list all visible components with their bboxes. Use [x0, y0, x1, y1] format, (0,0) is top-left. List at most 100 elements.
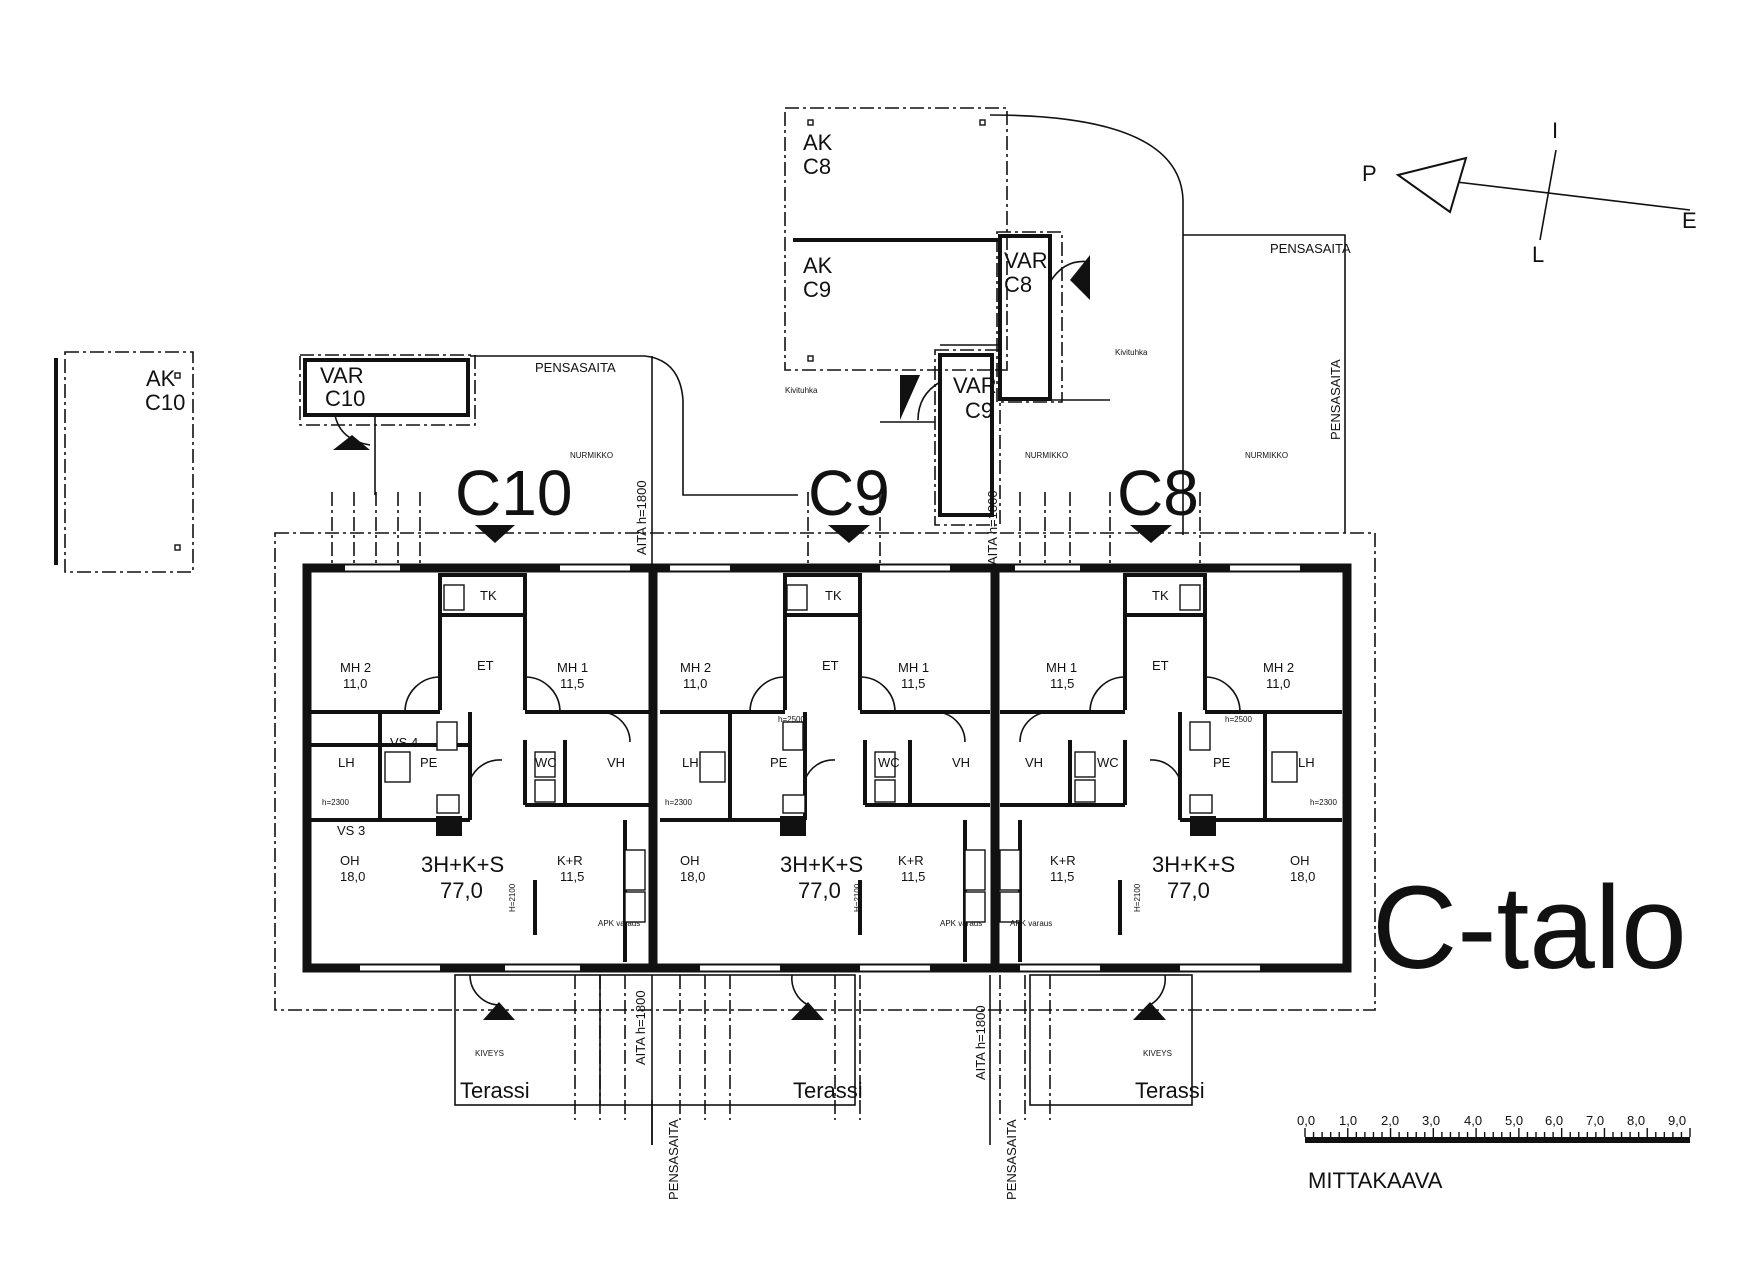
- c8-vh: VH: [1025, 755, 1043, 770]
- c10-type: 3H+K+S: [421, 852, 504, 877]
- unit-c9-label: C9: [808, 457, 890, 529]
- c9-h2300: h=2300: [665, 798, 692, 807]
- c8-kr: K+R: [1050, 853, 1076, 868]
- c10-vs4: VS 4: [390, 735, 418, 750]
- ak-c8-line2: C8: [803, 154, 831, 179]
- c9-mh1-area: 11,5: [901, 676, 925, 691]
- scale-tick-5: 5,0: [1505, 1113, 1523, 1128]
- c9-oh-area: 18,0: [680, 869, 705, 884]
- c8-mh1: MH 1: [1046, 660, 1077, 675]
- c10-kr-area: 11,5: [560, 869, 584, 884]
- c8-oh-area: 18,0: [1290, 869, 1315, 884]
- compass: P I E L: [1362, 118, 1697, 267]
- c10-kr: K+R: [557, 853, 583, 868]
- terrace-entries: [469, 974, 1167, 1020]
- c8-type: 3H+K+S: [1152, 852, 1235, 877]
- unit-c8-label: C8: [1117, 457, 1199, 529]
- c8-h2500: h=2500: [1225, 715, 1252, 724]
- ak-c8-c9-box: AK C8 AK C9: [784, 107, 1008, 371]
- scale-tick-4: 4,0: [1464, 1113, 1482, 1128]
- c10-oh: OH: [340, 853, 360, 868]
- c9-mh2: MH 2: [680, 660, 711, 675]
- c10-h2100: H=2100: [508, 883, 517, 912]
- ak-c9-line1: AK: [803, 253, 833, 278]
- c8-pe: PE: [1213, 755, 1231, 770]
- ak-c10-line1: AK: [146, 366, 176, 391]
- c8-mh2: MH 2: [1263, 660, 1294, 675]
- var-c9-line1: VAR: [953, 373, 997, 398]
- c9-et: ET: [822, 658, 839, 673]
- var-c8: VAR C8: [996, 231, 1091, 403]
- c9-apk: APK varaus: [940, 919, 982, 928]
- var-c9: VAR C9: [880, 344, 1110, 526]
- unit-c8: C8 TK ET MH 1 11,5 MH 2 11,0 PE W: [999, 457, 1342, 962]
- lawn-label-2: NURMIKKO: [1025, 451, 1068, 460]
- ak-c10-box: AK C10: [54, 351, 194, 573]
- c10-oh-area: 18,0: [340, 869, 365, 884]
- c9-wc: WC: [878, 755, 900, 770]
- unit-c9: C9 TK ET MH 2 11,0 MH 1 11,5 PE W: [660, 457, 990, 962]
- fence-label-3: AITA h=1800: [633, 990, 648, 1065]
- c9-total: 77,0: [798, 878, 841, 903]
- scale-tick-3: 3,0: [1422, 1113, 1440, 1128]
- c10-mh1-area: 11,5: [560, 676, 584, 691]
- c8-h2100: H=2100: [1133, 883, 1142, 912]
- c10-apk: APK varaus: [598, 919, 640, 928]
- var-c8-line2: C8: [1004, 272, 1032, 297]
- c9-lh: LH: [682, 755, 699, 770]
- scale-tick-0: 0,0: [1297, 1113, 1315, 1128]
- compass-east-label: I: [1552, 118, 1558, 143]
- scale-tick-6: 6,0: [1545, 1113, 1563, 1128]
- compass-west-label: L: [1532, 242, 1544, 267]
- c9-kr-area: 11,5: [901, 869, 925, 884]
- scale-tick-1: 1,0: [1339, 1113, 1357, 1128]
- hedge-label-bottom-left: PENSASAITA: [666, 1119, 681, 1200]
- c8-lh: LH: [1298, 755, 1315, 770]
- c10-wc: WC: [535, 755, 557, 770]
- c8-apk: APK varaus: [1010, 919, 1052, 928]
- scale-label: MITTAKAAVA: [1308, 1168, 1443, 1193]
- c10-h2300: h=2300: [322, 798, 349, 807]
- lawn-label-3: NURMIKKO: [1245, 451, 1288, 460]
- c8-et: ET: [1152, 658, 1169, 673]
- scale-tick-7: 7,0: [1586, 1113, 1604, 1128]
- c8-h2300: h=2300: [1310, 798, 1337, 807]
- c9-kr: K+R: [898, 853, 924, 868]
- c8-total: 77,0: [1167, 878, 1210, 903]
- c9-mh1: MH 1: [898, 660, 929, 675]
- ak-c10-line2: C10: [145, 390, 185, 415]
- scale-tick-9: 9,0: [1668, 1113, 1686, 1128]
- c9-h2100: H=2100: [853, 883, 862, 912]
- ak-c9-line2: C9: [803, 277, 831, 302]
- c10-vs3: VS 3: [337, 823, 365, 838]
- c9-pe: PE: [770, 755, 788, 770]
- hedge-label-vertical: PENSASAITA: [1328, 359, 1343, 440]
- terrace-label-2: Terassi: [793, 1078, 863, 1103]
- terrace-label-1: Terassi: [460, 1078, 530, 1103]
- c10-mh1: MH 1: [557, 660, 588, 675]
- c10-total: 77,0: [440, 878, 483, 903]
- c8-mh2-area: 11,0: [1266, 676, 1290, 691]
- scale-tick-8: 8,0: [1627, 1113, 1645, 1128]
- c10-mh2: MH 2: [340, 660, 371, 675]
- site-lines: [274, 114, 1376, 1145]
- scale-tick-2: 2,0: [1381, 1113, 1399, 1128]
- gravel-label-1: Kivituhka: [785, 386, 818, 395]
- hedge-label-right: PENSASAITA: [1270, 241, 1351, 256]
- unit-c10-label: C10: [455, 457, 572, 529]
- hedge-label-top: PENSASAITA: [535, 360, 616, 375]
- var-c10-line2: C10: [325, 386, 365, 411]
- c10-tk: TK: [480, 588, 497, 603]
- site-labels: PENSASAITA PENSASAITA PENSASAITA PENSASA…: [460, 241, 1351, 1200]
- paving-label-2: KIVEYS: [1143, 1049, 1172, 1058]
- c9-mh2-area: 11,0: [683, 676, 707, 691]
- c9-tk: TK: [825, 588, 842, 603]
- c8-mh1-area: 11,5: [1050, 676, 1074, 691]
- c8-oh: OH: [1290, 853, 1310, 868]
- scale-bar: 0,0 1,0 2,0 3,0 4,0 5,0 6,0 7,0 8,0 9,0 …: [1297, 1113, 1691, 1193]
- c10-pe: PE: [420, 755, 438, 770]
- building: [302, 563, 1352, 973]
- c10-et: ET: [477, 658, 494, 673]
- var-c8-line1: VAR: [1004, 248, 1048, 273]
